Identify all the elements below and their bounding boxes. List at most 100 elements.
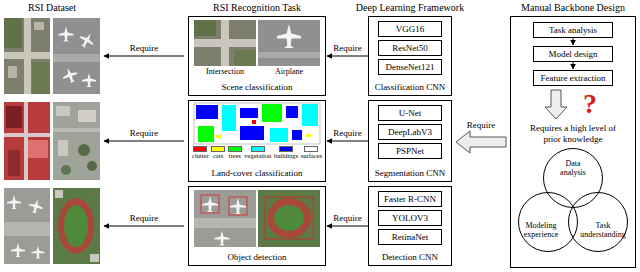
land-cover-map <box>194 103 320 144</box>
task-box: Scene classification <box>188 16 326 96</box>
satellite-image <box>53 188 100 264</box>
detection-image <box>229 197 247 215</box>
box-text: Object detection <box>227 252 286 263</box>
land-cover-map <box>302 104 318 126</box>
satellite-image <box>4 102 50 180</box>
land-cover-map <box>240 126 264 140</box>
legend: cluttercarstreesvegetationbuildingssurfa… <box>192 146 322 160</box>
satellite-image <box>60 65 79 84</box>
box-text: ResNet50 <box>392 43 428 54</box>
satellite-image <box>27 197 44 214</box>
box-text: RetinaNet <box>392 232 429 243</box>
framework-box: VGG16ResNet50DenseNet121Classification C… <box>368 16 452 96</box>
detection-image <box>194 190 256 247</box>
scene-image <box>194 20 216 36</box>
land-cover-map <box>198 126 214 142</box>
network-box: ResNet50 <box>378 40 442 56</box>
image-caption: Airplane <box>275 67 303 77</box>
connector-arrow <box>573 62 574 69</box>
step-box: Model design <box>533 46 613 62</box>
detection-image <box>194 218 256 228</box>
land-cover-map <box>286 106 298 118</box>
box-text: Segmentation CNN <box>375 168 446 179</box>
satellite-image <box>4 188 50 264</box>
box-text: Land-cover classification <box>211 168 302 179</box>
scene-image <box>258 52 320 58</box>
land-cover-map <box>194 103 320 144</box>
legend-swatch <box>279 146 293 152</box>
detection-image <box>274 205 304 231</box>
column-heading: Deep Learning Framework <box>356 2 464 14</box>
image-caption: Intersection <box>206 67 244 77</box>
legend-text: vegetation <box>244 152 271 160</box>
satellite-image <box>53 54 100 62</box>
land-cover-map <box>252 120 256 124</box>
detection-image <box>258 190 320 247</box>
satellite-image <box>77 30 97 50</box>
framework-box: Faster R-CNNYOLOV3RetinaNetDetection CNN <box>368 186 452 266</box>
circle-text: Modeling experience <box>521 221 561 239</box>
satellite-image <box>32 62 50 94</box>
satellite-image <box>7 195 21 209</box>
land-cover-map <box>270 128 288 142</box>
require-arrow <box>104 141 184 142</box>
legend-text: buildings <box>274 152 298 160</box>
satellite-image <box>4 188 50 264</box>
scene-image <box>234 50 256 66</box>
satellite-image <box>28 140 48 158</box>
box-text: Classification CNN <box>375 82 446 93</box>
step-box: Feature extraction <box>533 70 613 86</box>
satellite-image <box>34 22 44 30</box>
legend-item: surfaces <box>301 146 322 160</box>
satellite-image <box>24 102 28 180</box>
legend-swatch <box>228 146 242 152</box>
connector-arrow <box>327 56 368 57</box>
satellite-image <box>53 128 100 132</box>
note-text: Requires a high level of prior knowledge <box>521 123 625 145</box>
satellite-image <box>58 140 68 156</box>
edge-label: Require <box>332 43 363 54</box>
require-arrow <box>104 56 184 57</box>
network-box: U-Net <box>378 105 442 121</box>
connector-arrow <box>573 38 574 45</box>
detection-image <box>258 190 320 247</box>
land-cover-map <box>222 105 236 131</box>
legend-text: cars <box>213 152 223 160</box>
land-cover-map <box>306 134 311 137</box>
satellite-image <box>8 150 20 176</box>
scene-image <box>258 20 320 66</box>
legend-item: buildings <box>274 146 298 160</box>
land-cover-map <box>292 130 302 140</box>
network-box: YOLOV3 <box>378 210 442 226</box>
satellite-image <box>82 73 96 87</box>
satellite-image <box>4 102 50 180</box>
question-mark: ? <box>583 90 597 118</box>
satellite-image <box>58 198 94 254</box>
task-box: Object detection <box>188 186 326 266</box>
detection-image <box>194 190 256 247</box>
box-text: Task analysis <box>549 25 597 36</box>
satellite-image <box>8 66 17 78</box>
box-text: U-Net <box>399 108 422 119</box>
arrow-label: Require <box>130 128 159 139</box>
detection-image <box>265 197 313 239</box>
detection-image <box>202 196 218 212</box>
box-text: YOLOV3 <box>392 213 428 224</box>
scene-image <box>194 20 256 66</box>
legend-swatch <box>193 146 207 152</box>
scene-image <box>194 39 256 47</box>
detection-image <box>215 231 230 246</box>
box-text: Scene classification <box>221 82 292 93</box>
satellite-image <box>4 18 22 48</box>
satellite-image <box>53 102 100 180</box>
connector-arrow <box>327 141 368 142</box>
venn-circle: Modeling experience <box>518 192 578 252</box>
satellite-image <box>56 106 70 116</box>
edge-label: Require <box>332 128 363 139</box>
box-text: Faster R-CNN <box>384 194 436 205</box>
satellite-image <box>59 27 74 42</box>
satellite-image <box>64 205 88 247</box>
legend-text: surfaces <box>301 152 322 160</box>
satellite-image <box>55 190 63 198</box>
legend-swatch <box>304 146 318 152</box>
